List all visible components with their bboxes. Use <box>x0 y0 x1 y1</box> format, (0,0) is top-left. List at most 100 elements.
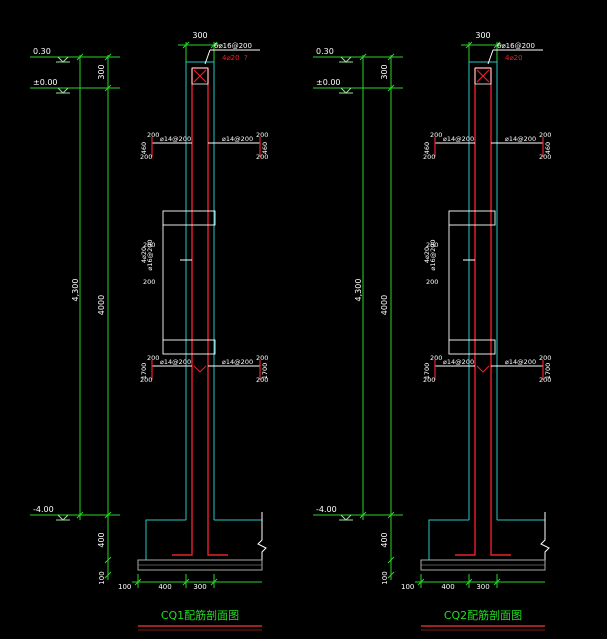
level-zero-triangle <box>57 87 69 94</box>
callout-text-upper-right: ⌀14@200 <box>505 135 536 143</box>
callout-vert-lower-right: 1700 <box>261 363 269 380</box>
rebar-vertical-left <box>455 68 476 556</box>
dim-total-text: 4,300 <box>354 279 363 302</box>
top-bar-pointer <box>204 49 211 65</box>
level-bottom-triangle <box>340 514 352 521</box>
callout-200-bot-upper-left: 200 <box>140 153 152 161</box>
mid-200-bot: 200 <box>426 278 438 286</box>
callout-200-top-upper-left: 200 <box>430 131 442 139</box>
callout-200-top-lower-left: 200 <box>147 354 159 362</box>
rebar-lap-mark <box>193 365 207 373</box>
dim-slab-text: 100 <box>98 571 106 584</box>
embed-top-box <box>162 210 216 226</box>
level-top-text: 0.30 <box>316 47 334 56</box>
callout-200-bot-upper-right: 200 <box>539 153 551 161</box>
dim-width-text: 300 <box>475 31 490 40</box>
rebar-vertical-right <box>207 68 228 556</box>
callout-200-top-upper-left: 200 <box>147 131 159 139</box>
level-top-text: 0.30 <box>33 47 51 56</box>
callout-vert-upper-left: 460 <box>140 142 148 154</box>
dim-width-text: 300 <box>192 31 207 40</box>
corner-bar-text: 4⌀20 <box>505 54 523 62</box>
dimension-tick <box>104 511 112 519</box>
embed-bottom-box <box>448 339 496 355</box>
dim-base-right-text: 300 <box>193 583 206 591</box>
level-top-triangle <box>57 56 69 63</box>
top-bar-text: 6⌀16@200 <box>214 42 252 50</box>
dim-total-text: 4,300 <box>71 279 80 302</box>
embed-bottom-box <box>162 339 216 355</box>
wall-outline-right <box>469 61 498 520</box>
dim-base-mid-text: 400 <box>441 583 454 591</box>
callout-text-upper-left: ⌀14@200 <box>443 135 474 143</box>
callout-text-upper-left: ⌀14@200 <box>160 135 191 143</box>
dimension-tick <box>359 53 367 61</box>
dim-footing-text: 400 <box>380 532 389 547</box>
level-top-triangle <box>340 56 352 63</box>
dimension-tick <box>104 84 112 92</box>
rebar-corner-x2 <box>476 69 490 83</box>
dim-slab-text: 100 <box>381 571 389 584</box>
dimension-tick <box>104 53 112 61</box>
wall-outline-right <box>186 61 215 520</box>
section-title: CQ2配筋剖面图 <box>444 608 522 622</box>
mid-corner-text: 4⌀20 <box>423 247 431 263</box>
section-cq1: 0.30±0.00-4.004,30030040004001003006⌀16@… <box>30 31 269 631</box>
dim-footing-text: 400 <box>97 532 106 547</box>
dimension-tick <box>387 84 395 92</box>
dimension-tick <box>387 53 395 61</box>
level-zero-triangle <box>340 87 352 94</box>
rebar-corner-x2 <box>193 69 207 83</box>
dimension-tick <box>387 556 395 564</box>
footing-break-line <box>540 512 550 560</box>
corner-box <box>191 67 209 85</box>
callout-text-upper-right: ⌀14@200 <box>222 135 253 143</box>
dimension-tick <box>76 511 84 519</box>
callout-text-lower-right: ⌀14@200 <box>505 358 536 366</box>
mid-bar-text: ⌀16@200 <box>146 239 154 270</box>
footing-outline-left <box>428 519 545 561</box>
callout-vert-lower-left: 1700 <box>423 363 431 380</box>
level-bottom-text: -4.00 <box>316 505 337 514</box>
section-title: CQ1配筋剖面图 <box>161 608 239 622</box>
callout-200-bot-lower-left: 200 <box>140 376 152 384</box>
mid-200-bot: 200 <box>143 278 155 286</box>
dim-wall-text: 4000 <box>97 295 106 315</box>
mid-bar-text: ⌀16@200 <box>429 239 437 270</box>
rebar-vertical-left <box>172 68 193 556</box>
dimension-tick <box>104 556 112 564</box>
callout-200-bot-lower-left: 200 <box>423 376 435 384</box>
callout-200-bot-upper-right: 200 <box>256 153 268 161</box>
top-bar-pointer <box>487 49 494 65</box>
callout-200-bot-lower-right: 200 <box>539 376 551 384</box>
footing-break-line <box>257 512 267 560</box>
callout-vert-lower-left: 1700 <box>140 363 148 380</box>
dim-base-mid-text: 400 <box>158 583 171 591</box>
callout-200-top-lower-right: 200 <box>256 354 268 362</box>
rebar-vertical-right <box>490 68 511 556</box>
dimension-tick <box>387 571 395 579</box>
dim-base-right-text: 300 <box>476 583 489 591</box>
callout-200-top-lower-left: 200 <box>430 354 442 362</box>
callout-text-lower-left: ⌀14@200 <box>160 358 191 366</box>
dim-top-text: 300 <box>97 64 106 79</box>
callout-vert-upper-right: 460 <box>261 142 269 154</box>
dim-base-left-text: 100 <box>401 583 414 591</box>
level-bottom-text: -4.00 <box>33 505 54 514</box>
mid-corner-text: 4⌀20 <box>140 247 148 263</box>
rebar-lap-mark <box>476 365 490 373</box>
dim-top-text: 300 <box>380 64 389 79</box>
dimension-tick <box>104 571 112 579</box>
callout-vert-upper-left: 460 <box>423 142 431 154</box>
mid-200-top: 200 <box>426 241 438 249</box>
top-bar-text: 6⌀16@200 <box>497 42 535 50</box>
level-zero-text: ±0.00 <box>316 78 341 87</box>
embed-top-box <box>448 210 496 226</box>
corner-bar-note: ? <box>244 54 248 62</box>
dimension-tick <box>387 511 395 519</box>
callout-200-bot-lower-right: 200 <box>256 376 268 384</box>
callout-200-bot-upper-left: 200 <box>423 153 435 161</box>
callout-vert-lower-right: 1700 <box>544 363 552 380</box>
callout-text-lower-left: ⌀14@200 <box>443 358 474 366</box>
